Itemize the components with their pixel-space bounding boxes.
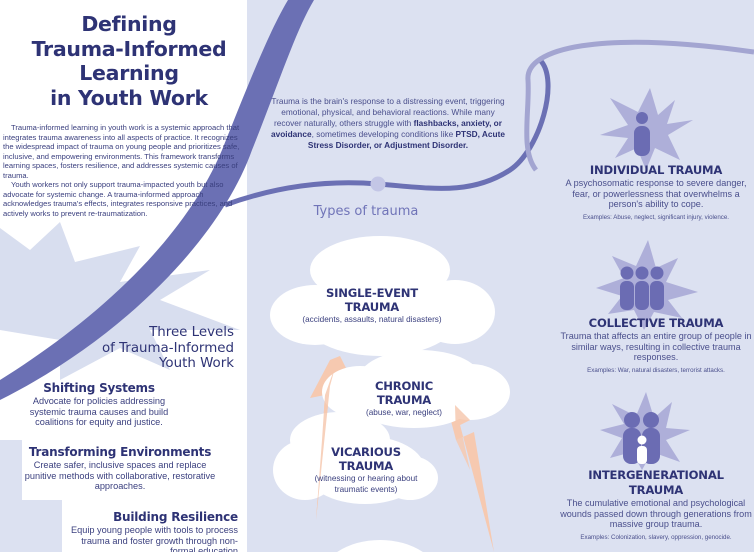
cloud-title: TRAUMA bbox=[338, 459, 394, 473]
trauma-scope-description: Trauma that affects an entire group of p… bbox=[560, 331, 752, 363]
cloud-single-event bbox=[270, 236, 495, 356]
intro-text: Trauma-informed learning in youth work i… bbox=[3, 123, 247, 218]
definition-emphasis: flashbacks, anxiety, or avoidance bbox=[271, 117, 502, 139]
cloud-examples: (witnessing or hearing about traumatic e… bbox=[314, 474, 418, 494]
level-transforming-environments: Transforming Environments Create safer, … bbox=[20, 445, 220, 492]
group-icon bbox=[596, 240, 698, 330]
trauma-scope-description: The cumulative emotional and psychologic… bbox=[560, 498, 752, 530]
intro-paragraph-1: Trauma-informed learning in youth work i… bbox=[3, 123, 240, 180]
levels-heading-line: of Trauma-Informed bbox=[101, 340, 234, 356]
timeline-curve bbox=[224, 58, 551, 208]
definition-text: Trauma is the brain's response to a dist… bbox=[271, 96, 505, 128]
title-line: Learning bbox=[79, 61, 179, 85]
cloud-title: TRAUMA bbox=[344, 300, 400, 314]
title-line: in Youth Work bbox=[50, 85, 208, 110]
lightning-bolt-right-overlay bbox=[455, 405, 470, 470]
cloud-examples: (accidents, assaults, natural disasters) bbox=[302, 315, 442, 324]
level-title: Shifting Systems bbox=[43, 381, 155, 395]
person-icon bbox=[600, 88, 693, 170]
levels-heading-line: Youth Work bbox=[159, 356, 234, 371]
cloud-title: VICARIOUS bbox=[331, 445, 401, 459]
definition-emphasis: PTSD, Acute Stress Disorder, or Adjustme… bbox=[307, 128, 505, 150]
trauma-definition: Trauma is the brain's response to a dist… bbox=[270, 96, 506, 151]
page-title: Defining Trauma-Informed Learning in You… bbox=[0, 12, 258, 110]
trauma-scope-examples: Examples: Colonization, slavery, oppress… bbox=[580, 533, 732, 541]
cloud-vicarious bbox=[273, 412, 438, 504]
lightning-bolt-left-overlay bbox=[316, 364, 336, 520]
definition-text: . bbox=[465, 139, 469, 150]
definition-text: , sometimes developing conditions like bbox=[311, 128, 456, 139]
trauma-scope-description: A psychosomatic response to severe dange… bbox=[565, 178, 747, 210]
level-title: Transforming Environments bbox=[28, 445, 212, 459]
trauma-scope-title: INTERGENERATIONAL TRAUMA bbox=[588, 468, 724, 497]
diagonal-band bbox=[0, 0, 314, 400]
cloud-partial-bottom bbox=[337, 540, 423, 552]
left-step-background bbox=[0, 440, 62, 552]
levels-heading-line: Three Levels bbox=[149, 325, 234, 340]
levels-heading: Three Levels of Trauma-Informed Youth Wo… bbox=[40, 325, 234, 372]
types-of-trauma-heading: Types of trauma bbox=[313, 204, 419, 219]
trauma-scope-examples: Examples: War, natural disasters, terror… bbox=[587, 366, 725, 374]
level-description: Advocate for policies addressing systemi… bbox=[29, 396, 169, 428]
intergenerational-trauma-card: INTERGENERATIONAL TRAUMA The cumulative … bbox=[558, 468, 754, 542]
cloud-title: CHRONIC TRAUMA bbox=[374, 379, 434, 407]
timeline-curve-right bbox=[524, 39, 754, 172]
level-building-resilience: Building Resilience Equip young people w… bbox=[62, 510, 238, 552]
collective-trauma-card: COLLECTIVE TRAUMA Trauma that affects an… bbox=[558, 316, 754, 375]
cloud-title: SINGLE-EVENT bbox=[325, 286, 419, 300]
level-shifting-systems: Shifting Systems Advocate for policies a… bbox=[18, 381, 180, 428]
cloud-chronic bbox=[322, 350, 510, 428]
trauma-scope-title: INDIVIDUAL TRAUMA bbox=[589, 163, 723, 177]
level-title: Building Resilience bbox=[113, 510, 238, 524]
cloud-chronic-text: CHRONIC TRAUMA (abuse, war, neglect) bbox=[350, 379, 458, 418]
title-line: Trauma-Informed bbox=[31, 36, 227, 61]
trauma-scope-title: COLLECTIVE TRAUMA bbox=[588, 316, 724, 330]
trauma-scope-examples: Examples: Abuse, neglect, significant in… bbox=[582, 213, 730, 221]
title-line: Defining bbox=[81, 12, 177, 36]
intro-paragraph-2: Youth workers not only support trauma-im… bbox=[3, 180, 233, 218]
cloud-examples: (abuse, war, neglect) bbox=[365, 408, 442, 417]
cloud-single-event-text: SINGLE-EVENT TRAUMA (accidents, assaults… bbox=[296, 286, 448, 325]
timeline-node[interactable] bbox=[370, 176, 386, 192]
family-icon bbox=[600, 392, 690, 470]
individual-trauma-card: INDIVIDUAL TRAUMA A psychosomatic respon… bbox=[558, 163, 754, 222]
level-description: Equip young people with tools to process… bbox=[70, 525, 238, 552]
cloud-vicarious-text: VICARIOUS TRAUMA (witnessing or hearing … bbox=[300, 445, 432, 495]
level-description: Create safer, inclusive spaces and repla… bbox=[24, 460, 216, 492]
